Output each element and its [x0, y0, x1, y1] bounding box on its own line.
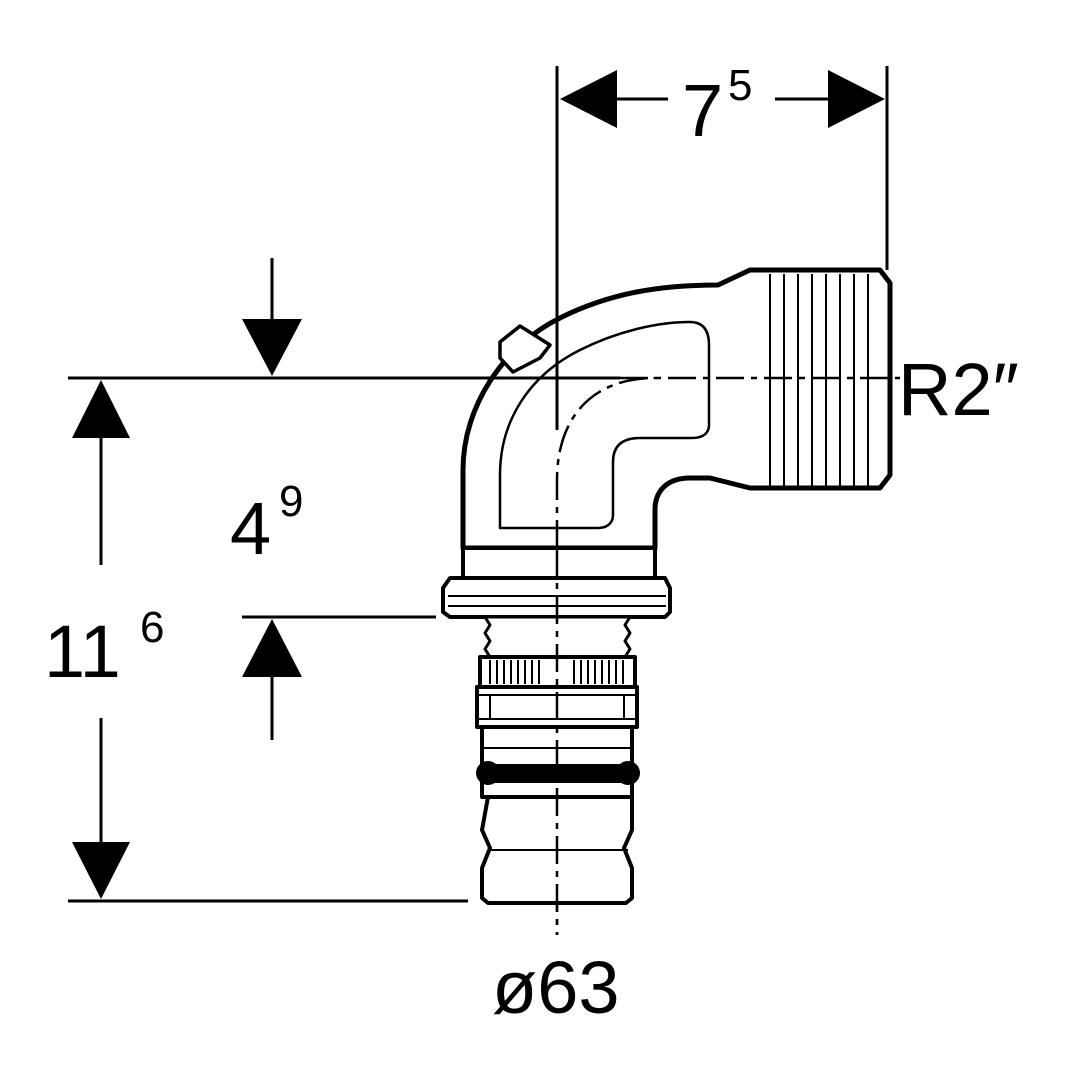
pipe-diameter-label: ø63 [492, 946, 620, 1029]
height-arrow-bottom [72, 842, 130, 899]
offset-arrow-top [242, 319, 302, 376]
knurl-ring [489, 660, 624, 684]
offset-arrow-bottom [242, 619, 302, 677]
width-value-superscript: 5 [728, 61, 752, 110]
press-connector [441, 546, 672, 905]
elbow-lug [498, 324, 552, 374]
threaded-end [769, 274, 869, 486]
offset-value: 4 [230, 487, 271, 570]
width-value: 7 [682, 69, 723, 152]
width-arrow-right [828, 70, 885, 128]
height-value-superscript: 6 [140, 603, 164, 652]
thread-size-label: R2″ [898, 348, 1019, 431]
width-arrow-left [560, 70, 617, 128]
offset-value-superscript: 9 [279, 477, 303, 526]
height-arrow-top [72, 380, 130, 438]
height-value: 11 [44, 610, 121, 693]
o-ring [476, 761, 640, 785]
elbow-centerline [555, 376, 656, 548]
elbow-body [460, 267, 893, 551]
